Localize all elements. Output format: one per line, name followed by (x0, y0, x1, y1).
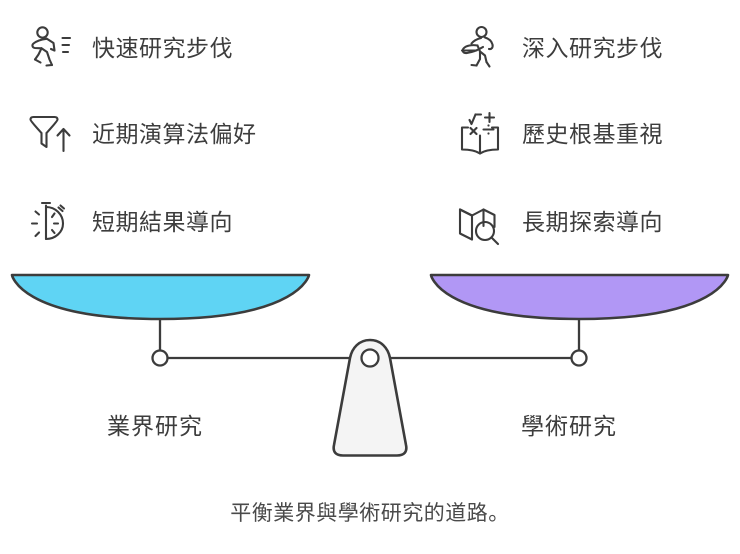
feature-item-left-3: 短期結果導向 (22, 190, 233, 254)
feature-label: 長期探索導向 (522, 208, 663, 235)
half-stopwatch-motion-icon (22, 194, 78, 250)
feature-label: 深入研究步伐 (522, 34, 663, 61)
balance-scale-graphic (0, 262, 740, 492)
right-hanger-joint (570, 349, 588, 367)
feature-item-left-1: 快速研究步伐 (22, 16, 233, 80)
feature-item-right-1: 深入研究步伐 (452, 16, 663, 80)
funnel-up-arrow-icon (22, 106, 78, 162)
feature-item-right-3: 長期探索導向 (452, 190, 663, 254)
left-hanger-joint (151, 349, 169, 367)
folded-map-magnifier-icon (452, 194, 508, 250)
right-pan (429, 273, 730, 321)
feature-label: 快速研究步伐 (92, 34, 233, 61)
feature-label: 短期結果導向 (92, 208, 233, 235)
feature-label: 歷史根基重視 (522, 120, 663, 147)
left-pan-label: 業界研究 (107, 413, 203, 439)
feature-label: 近期演算法偏好 (92, 120, 257, 147)
fulcrum-pivot (360, 348, 380, 368)
feature-item-left-2: 近期演算法偏好 (22, 102, 257, 166)
fulcrum (332, 338, 408, 457)
left-pan (10, 273, 311, 321)
feature-item-right-2: 歷史根基重視 (452, 102, 663, 166)
running-person-trail-icon (452, 20, 508, 76)
running-person-speedlines-icon (22, 20, 78, 76)
open-book-math-symbols-icon (452, 106, 508, 162)
caption-text: 平衡業界與學術研究的道路。 (230, 502, 510, 525)
right-pan-label: 學術研究 (521, 413, 617, 439)
